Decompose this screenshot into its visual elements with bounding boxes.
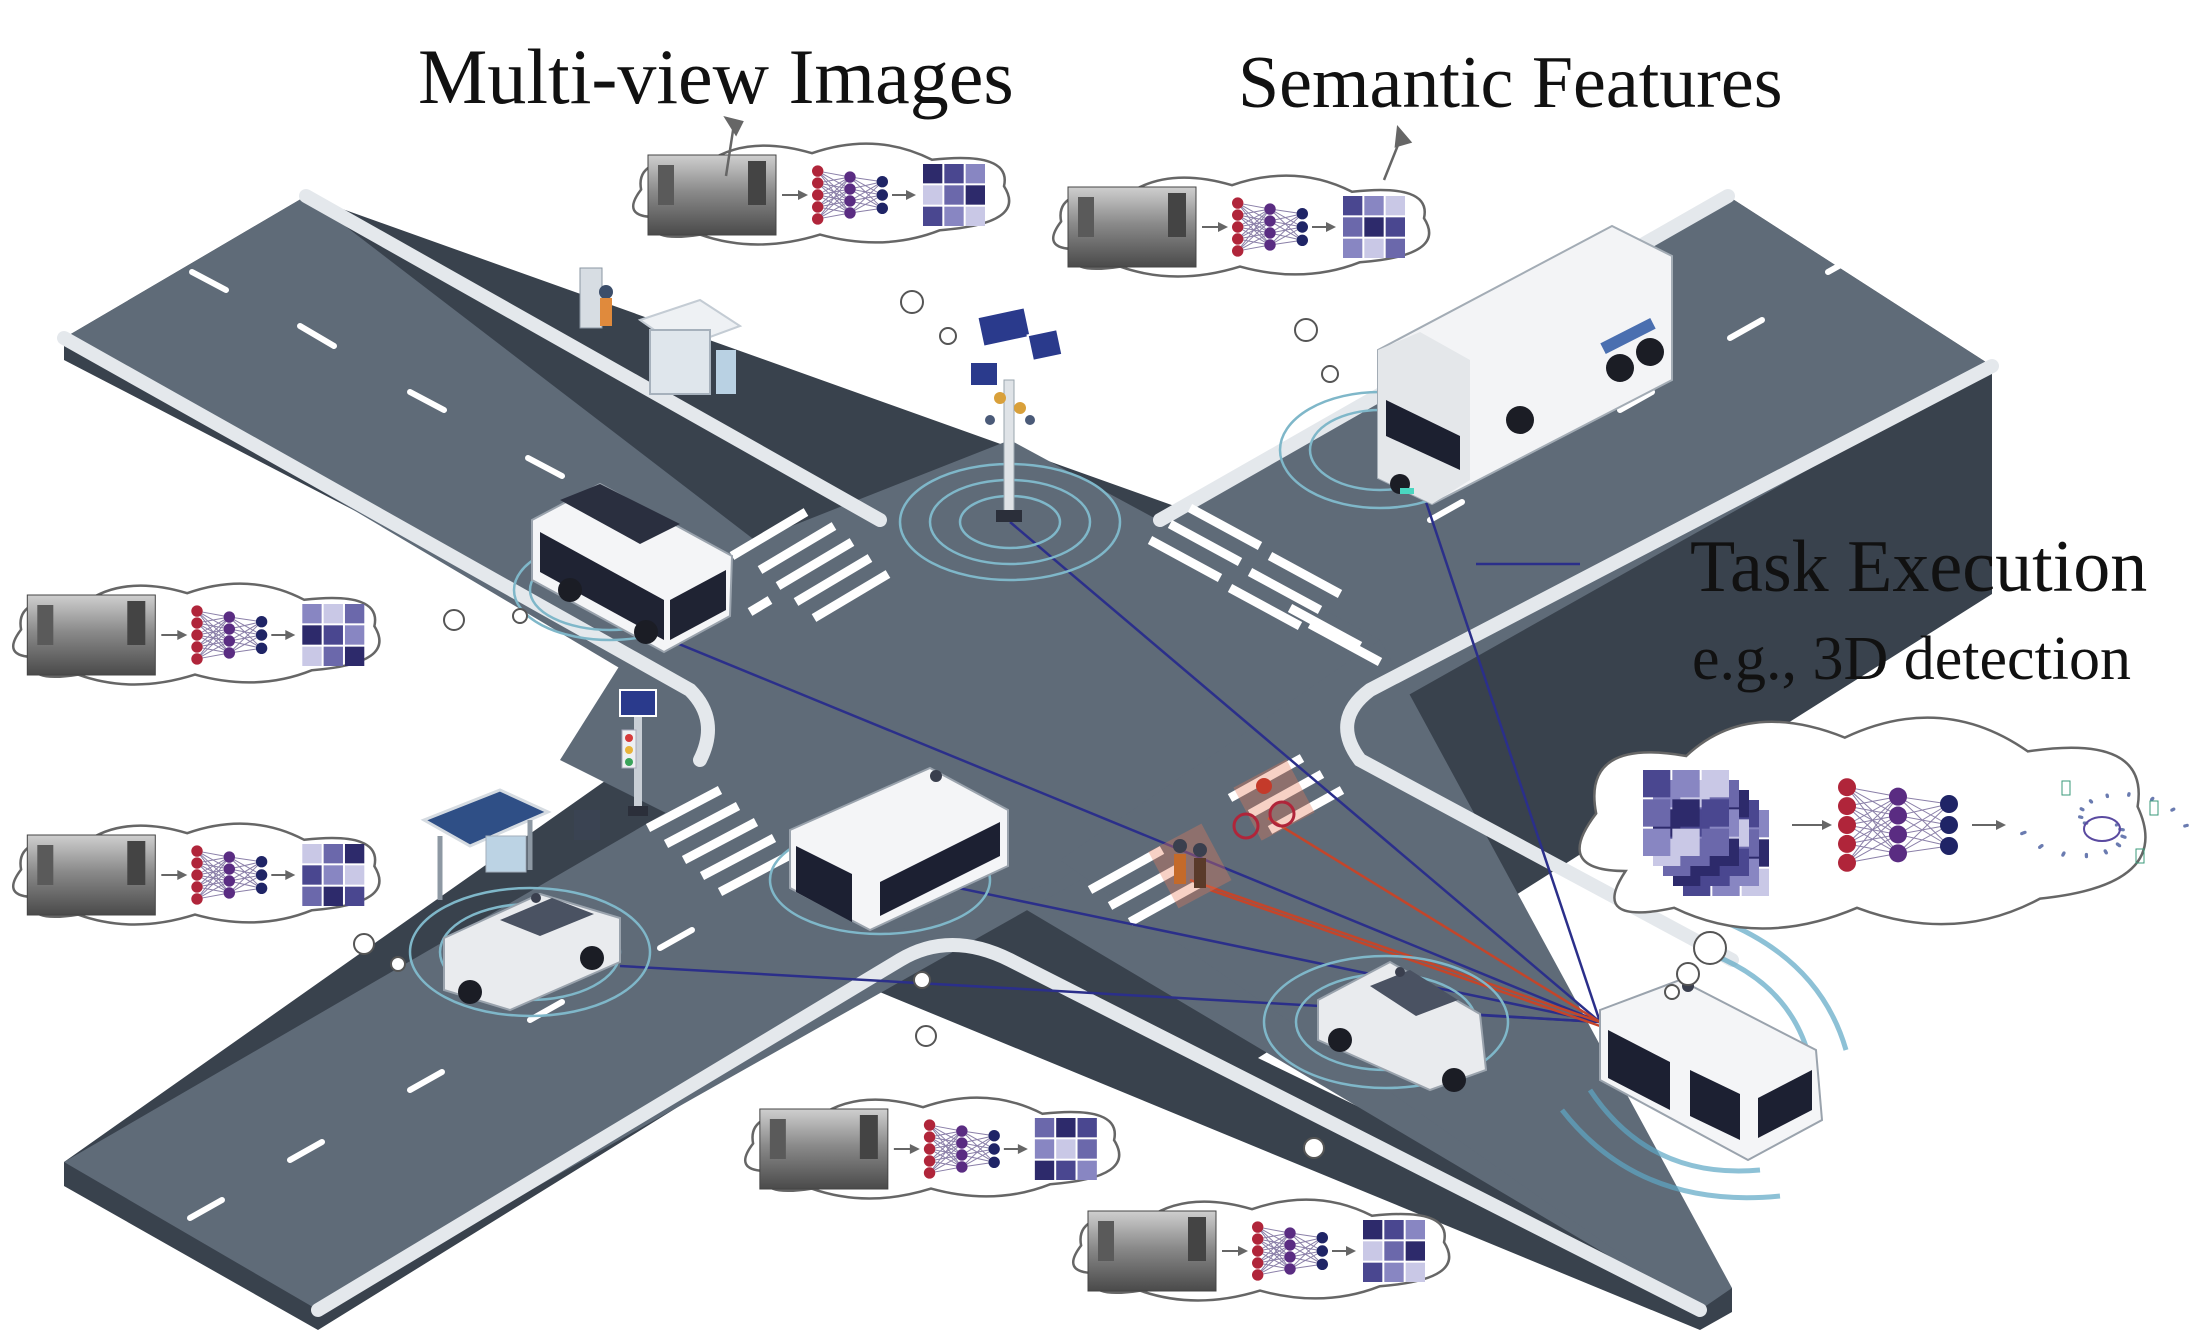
cloud-car-center <box>1071 1198 1451 1302</box>
bus-top-left <box>531 482 734 654</box>
crosswalks <box>645 504 1383 926</box>
lane-dash <box>189 269 229 293</box>
lane-dash <box>1427 499 1465 523</box>
traffic-light-left <box>619 689 657 816</box>
curbs <box>57 189 1999 1317</box>
detection-map-icon <box>2020 780 2189 864</box>
lane-dash <box>407 1069 445 1093</box>
detect-cyclist <box>1267 816 1601 1024</box>
neural-network-icon <box>812 165 888 225</box>
camera-image-icon <box>26 594 156 676</box>
street-furniture <box>420 267 1064 900</box>
lane-dash <box>1617 389 1655 413</box>
feature-grid-icon <box>1363 1220 1425 1282</box>
neural-network-icon <box>1252 1221 1329 1281</box>
feature-grid-icon <box>923 164 985 226</box>
cyclist <box>1256 778 1272 794</box>
neural-network-icon <box>191 605 268 665</box>
roadside-sensor-pole <box>969 306 1064 522</box>
link-bus-ego <box>639 626 1601 1024</box>
truck <box>1377 224 1673 506</box>
task-execution-label: Task Execution <box>1690 526 2148 608</box>
multi-view-images-label: Multi-view Images <box>418 33 1014 120</box>
rings-ego <box>1560 917 1849 1201</box>
neural-network-icon <box>1232 197 1309 257</box>
camera-image-icon <box>1067 186 1197 268</box>
lane-dash <box>1825 251 1863 275</box>
camera-image-icon <box>759 1108 889 1190</box>
crosswalk-top-right <box>1147 504 1383 666</box>
camera-image-icon <box>1087 1210 1217 1292</box>
thought-clouds <box>11 142 2189 1302</box>
bus-stop-solar <box>420 788 600 900</box>
crosswalk-bottom-right <box>1087 754 1345 926</box>
feature-stack-icon <box>1643 770 1769 896</box>
cloud-pole <box>631 142 1011 246</box>
bus-stop-top <box>579 267 743 395</box>
lane-dash <box>525 455 565 479</box>
vehicles <box>443 224 1824 1162</box>
lane-dash <box>187 1197 225 1221</box>
lane-dash <box>1827 1215 1865 1239</box>
link-shuttle-ego <box>919 878 1601 1024</box>
feature-grid-icon <box>1034 1118 1097 1180</box>
lane-dash <box>657 927 695 951</box>
thought-dots <box>353 290 1727 1159</box>
car-center <box>1317 960 1488 1092</box>
crosswalk-top-left <box>729 508 891 622</box>
crosswalk-bottom-left <box>645 786 795 896</box>
camera-image-icon <box>647 154 777 236</box>
camera-image-icon <box>26 834 156 916</box>
cloud-car-left <box>11 822 381 926</box>
detection-links <box>1189 816 1601 1028</box>
neural-network-icon <box>923 1119 1000 1179</box>
cloud-shuttle-center <box>743 1096 1121 1200</box>
cloud-bus <box>11 582 381 686</box>
road <box>57 189 1999 1330</box>
lane-dash <box>407 389 447 413</box>
lane-dash <box>1697 1147 1735 1171</box>
pedestrian <box>1193 843 1207 857</box>
lane-dash <box>1727 317 1765 341</box>
curb-bottom <box>311 938 1707 1317</box>
task-example-label: e.g., 3D detection <box>1692 625 2132 693</box>
feature-grid-icon <box>302 844 365 906</box>
feature-grid-icon <box>1343 196 1405 258</box>
cloud-truck <box>1051 174 1431 278</box>
link-truck-ego <box>1418 483 1602 1023</box>
pedestrian <box>1173 839 1187 853</box>
curb-right <box>1340 359 1999 967</box>
semantic-features-label: Semantic Features <box>1238 42 1783 124</box>
shuttle-center <box>789 766 1009 932</box>
neural-network-icon <box>1838 778 1958 872</box>
feature-grid-icon <box>302 604 365 666</box>
curb-left <box>57 331 715 767</box>
car-left <box>443 892 621 1012</box>
detect-pedestrians-2 <box>1209 888 1601 1028</box>
lane-dash <box>287 1139 325 1163</box>
cloud-task <box>1578 716 2189 930</box>
vulnerable-road-users <box>1148 759 1315 909</box>
neural-network-icon <box>191 845 268 905</box>
detect-pedestrians <box>1189 878 1601 1024</box>
lane-dash <box>297 323 337 349</box>
link-pole-ego <box>1009 521 1601 1023</box>
